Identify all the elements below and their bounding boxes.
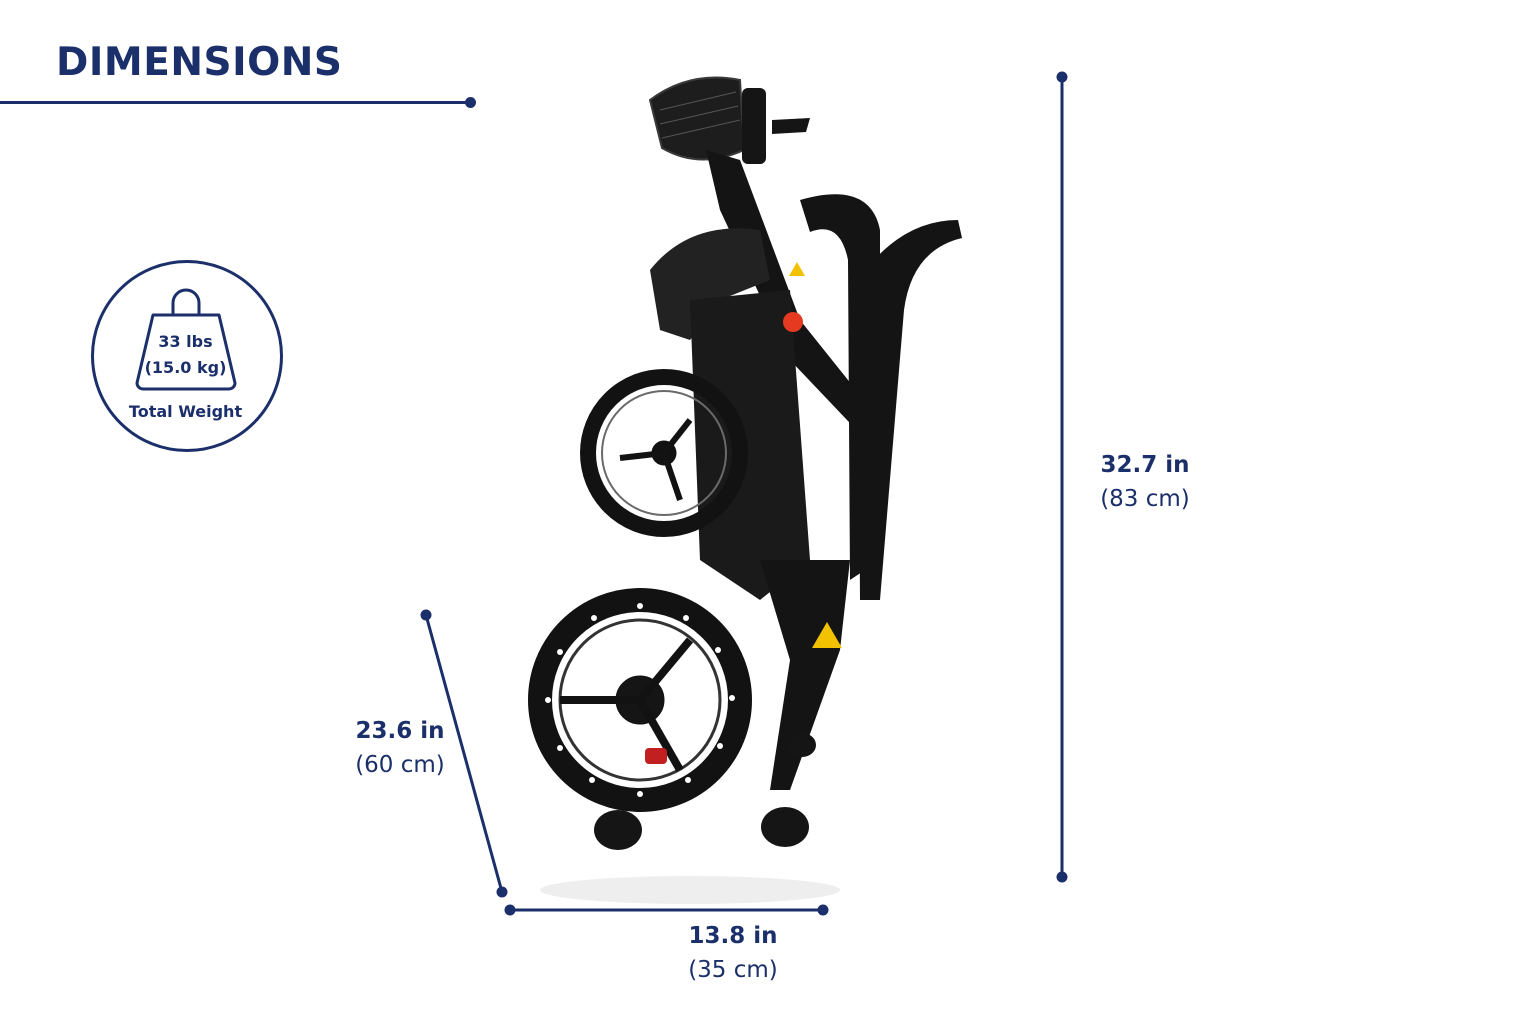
height-imperial: 32.7 in [1100,452,1190,478]
weight-caption: Total Weight [128,402,243,421]
red-lever [645,748,667,764]
headrest [648,76,810,164]
title-underline-dot [465,97,476,108]
width-dimension-label: 13.8 in (35 cm) [668,919,798,987]
title-underline [0,101,470,104]
weight-value-metric: (15.0 kg) [144,358,227,377]
height-metric: (83 cm) [1100,486,1190,512]
width-metric: (35 cm) [688,957,778,983]
height-dimension-line [1056,71,1068,883]
weight-value-imperial: 33 lbs [158,332,213,351]
width-imperial: 13.8 in [688,923,778,949]
weight-badge [91,260,283,452]
depth-dimension-line [420,609,508,898]
page-title: DIMENSIONS [56,40,343,85]
warning-label [812,622,842,648]
frame [650,150,962,790]
release-button [783,312,803,332]
folded-wheelchair-image [528,76,962,904]
depth-imperial: 23.6 in [355,718,445,744]
caster-wheels [594,733,816,850]
warning-label-small [789,262,805,276]
large-wheel [528,588,752,812]
large-wheel-tread [545,603,735,797]
height-dimension-label: 32.7 in (83 cm) [1080,448,1210,516]
weight-icon [135,288,237,391]
width-dimension-line [504,904,829,916]
small-wheel [580,369,748,537]
depth-metric: (60 cm) [355,752,445,778]
depth-dimension-label: 23.6 in (60 cm) [335,714,465,782]
